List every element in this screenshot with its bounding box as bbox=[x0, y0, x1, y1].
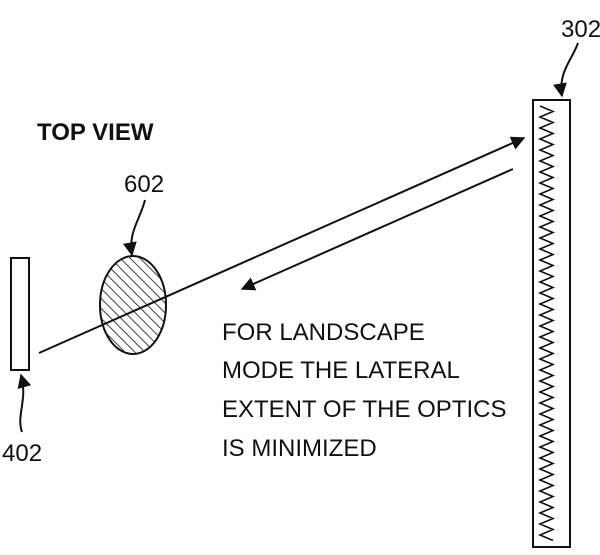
leader-302 bbox=[553, 42, 579, 98]
source-402 bbox=[10, 257, 30, 371]
label-602: 602 bbox=[124, 171, 164, 198]
note-line-1: FOR LANDSCAPE bbox=[222, 319, 425, 346]
label-302: 302 bbox=[561, 16, 600, 43]
note-line-3: EXTENT OF THE OPTICS bbox=[222, 396, 506, 423]
lens-602 bbox=[99, 255, 167, 355]
label-402: 402 bbox=[2, 440, 42, 467]
landscape-note: FOR LANDSCAPE MODE THE LATERAL EXTENT OF… bbox=[222, 319, 506, 462]
return-arrow bbox=[240, 168, 514, 291]
screen-zigzag-surface bbox=[537, 105, 556, 542]
screen-302 bbox=[532, 99, 571, 548]
note-line-4: IS MINIMIZED bbox=[222, 435, 377, 462]
leader-602 bbox=[122, 199, 146, 257]
view-title: TOP VIEW bbox=[37, 119, 154, 146]
note-line-2: MODE THE LATERAL bbox=[222, 357, 460, 384]
leader-402 bbox=[17, 373, 32, 433]
projection-ray bbox=[38, 136, 526, 354]
